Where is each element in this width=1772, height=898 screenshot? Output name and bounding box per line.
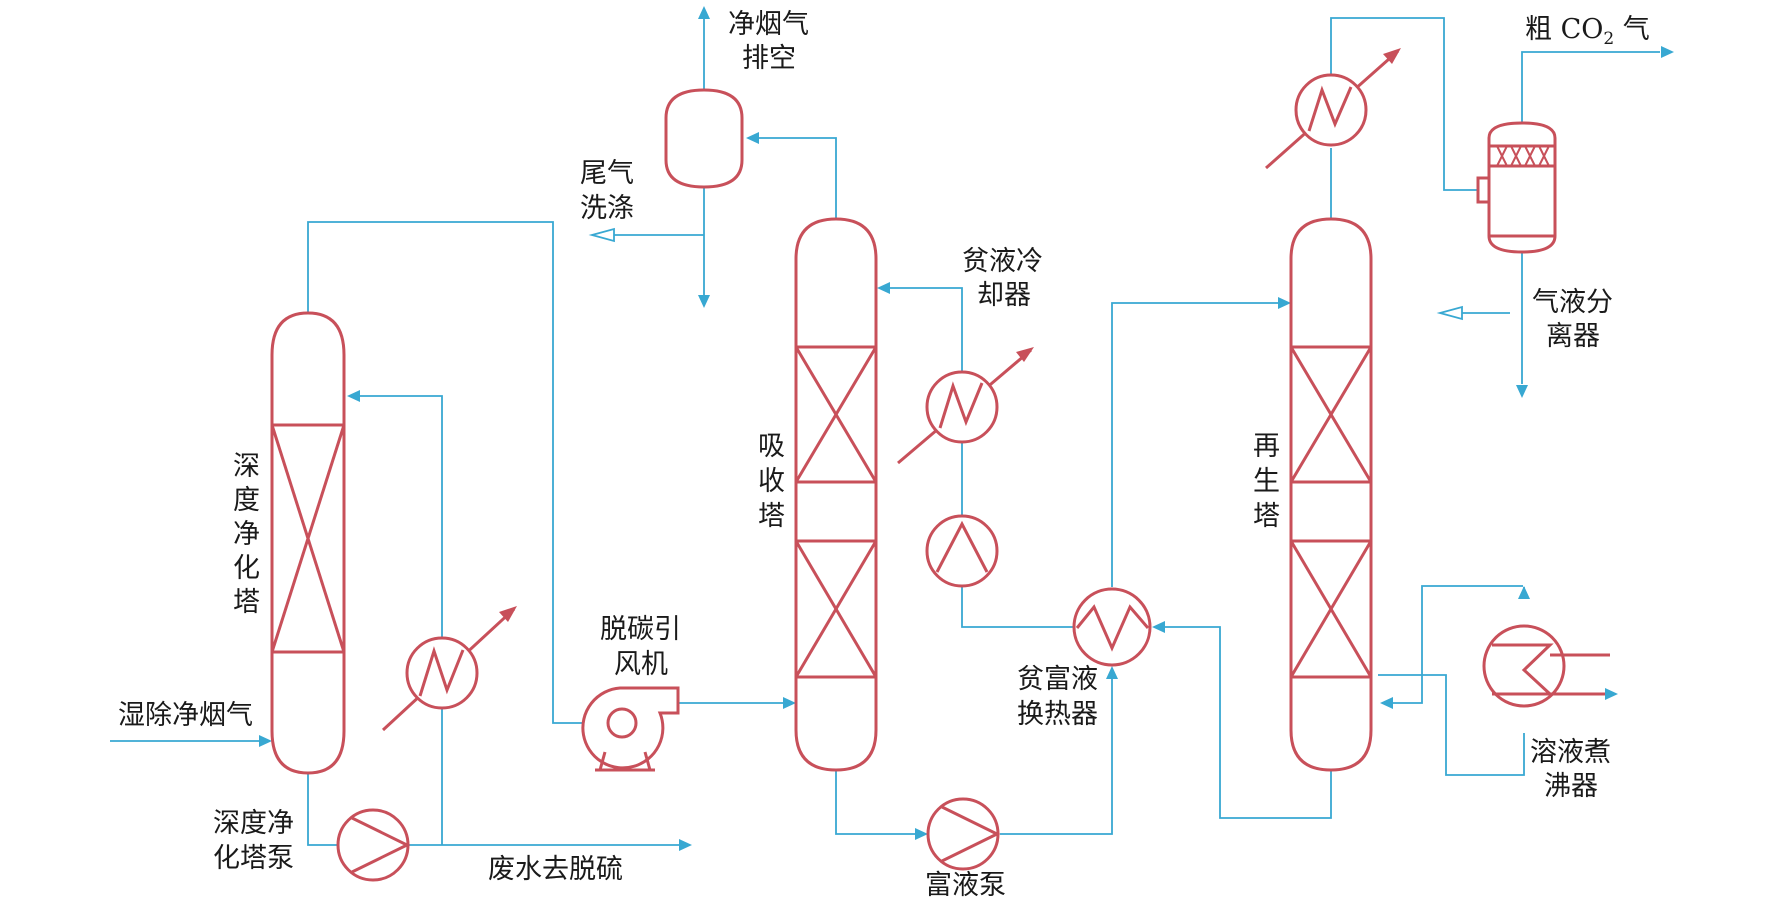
arrow-separator-side xyxy=(1436,305,1463,321)
label-clean-gas-1: 净烟气 xyxy=(728,9,809,40)
arrow-separator-bottom xyxy=(1516,385,1528,398)
pipe-regen-bottom-to-hx xyxy=(1164,626,1332,819)
label-deep-pump-2: 化塔泵 xyxy=(213,843,294,874)
pipe-hx-to-lean-pump xyxy=(961,587,1077,628)
arrow-into-rich-pump xyxy=(915,828,928,840)
pipe-reboiler-return xyxy=(1392,585,1523,704)
deep-purification-tower xyxy=(270,311,346,775)
arrow-wet-flue-gas-inlet xyxy=(259,735,272,747)
arrow-reboiler-steam-out xyxy=(1605,688,1618,700)
arrow-reboiler-out xyxy=(1518,586,1530,599)
label-reboiler-2: 沸器 xyxy=(1544,771,1598,802)
regenerator-tower xyxy=(1289,217,1373,772)
label-reboiler-1: 溶液煮 xyxy=(1530,737,1611,768)
lean-pump xyxy=(925,514,999,588)
arrow-wash-bottom xyxy=(698,295,710,308)
pipe-absorber-bottom xyxy=(835,770,918,835)
label-deep-tower-4: 化 xyxy=(233,553,260,584)
arrow-into-hx-bottom xyxy=(1106,666,1118,679)
regen-condenser xyxy=(1265,48,1401,170)
solution-reboiler xyxy=(1482,624,1618,708)
arrow-tail-wash xyxy=(588,227,615,243)
pipe-deep-tower-bottom xyxy=(307,773,340,846)
label-absorber-1: 吸 xyxy=(758,431,785,462)
label-clean-gas-2: 排空 xyxy=(742,43,796,74)
label-separator-2: 离器 xyxy=(1546,321,1600,352)
absorber-tower xyxy=(794,217,878,772)
pipe-condenser-to-separator xyxy=(1330,17,1482,191)
label-wet-flue-gas: 湿除净烟气 xyxy=(118,700,253,731)
label-tail-wash-1: 尾气 xyxy=(580,158,634,189)
label-fan-1: 脱碳引 xyxy=(600,614,681,645)
label-regen-3: 塔 xyxy=(1253,501,1280,532)
label-lean-cooler-1: 贫液冷 xyxy=(962,246,1043,277)
arrow-into-absorber-top xyxy=(877,282,890,294)
label-hx-2: 换热器 xyxy=(1017,699,1098,730)
label-absorber-3: 塔 xyxy=(758,501,785,532)
label-waste-water: 废水去脱硫 xyxy=(488,854,623,885)
rich-pump xyxy=(926,797,1001,871)
label-regen-1: 再 xyxy=(1253,431,1280,462)
label-deep-tower-5: 塔 xyxy=(233,587,260,618)
arrow-deep-circulation xyxy=(347,390,360,402)
label-fan-2: 风机 xyxy=(614,649,668,680)
arrow-into-absorber xyxy=(783,697,796,709)
arrow-crude-co2 xyxy=(1661,46,1674,58)
arrow-waste-water xyxy=(679,839,692,851)
label-absorber-2: 收 xyxy=(758,466,785,497)
arrow-into-regen xyxy=(1278,297,1291,309)
pipe-cooler-to-absorber xyxy=(889,287,963,372)
arrow-clean-gas-vent xyxy=(698,6,710,19)
gas-liquid-separator xyxy=(1476,121,1557,254)
arrow-into-wash-drum xyxy=(746,132,759,144)
label-deep-tower-2: 度 xyxy=(233,485,260,516)
label-tail-wash-2: 洗涤 xyxy=(580,193,634,224)
lean-rich-heat-exchanger xyxy=(1072,587,1152,667)
lean-cooler xyxy=(897,347,1034,465)
decarbon-fan xyxy=(581,686,680,772)
pipe-deep-tower-to-fan xyxy=(307,221,588,724)
pipe-absorber-to-wash xyxy=(758,137,837,219)
label-crude-co2: 粗 CO2 气 xyxy=(1525,14,1650,49)
pipe-hx-to-regen xyxy=(1111,302,1280,587)
label-deep-tower-3: 净 xyxy=(233,519,260,550)
arrow-into-hx-right xyxy=(1152,621,1165,633)
arrow-into-regen-bottom xyxy=(1380,697,1393,709)
label-lean-cooler-2: 却器 xyxy=(977,280,1031,311)
label-separator-1: 气液分 xyxy=(1532,287,1613,318)
piping xyxy=(110,6,1674,851)
labels: 湿除净烟气 深 度 净 化 塔 深度净 化塔泵 废水去脱硫 脱碳引 风机 净烟气… xyxy=(118,9,1650,898)
pipe-deep-circulation xyxy=(358,395,443,845)
pipe-crude-co2 xyxy=(1521,51,1660,123)
label-deep-pump-1: 深度净 xyxy=(213,808,294,839)
deep-purification-pump xyxy=(336,808,411,882)
label-hx-1: 贫富液 xyxy=(1017,664,1098,695)
deep-cooler xyxy=(381,606,517,732)
label-deep-tower-1: 深 xyxy=(233,451,260,482)
pipe-regen-to-reboiler xyxy=(1378,674,1525,776)
label-rich-pump: 富液泵 xyxy=(925,870,1006,898)
pipe-rich-pump-to-hx xyxy=(1000,678,1113,835)
tail-gas-wash-drum xyxy=(664,88,744,189)
label-regen-2: 生 xyxy=(1253,466,1280,497)
